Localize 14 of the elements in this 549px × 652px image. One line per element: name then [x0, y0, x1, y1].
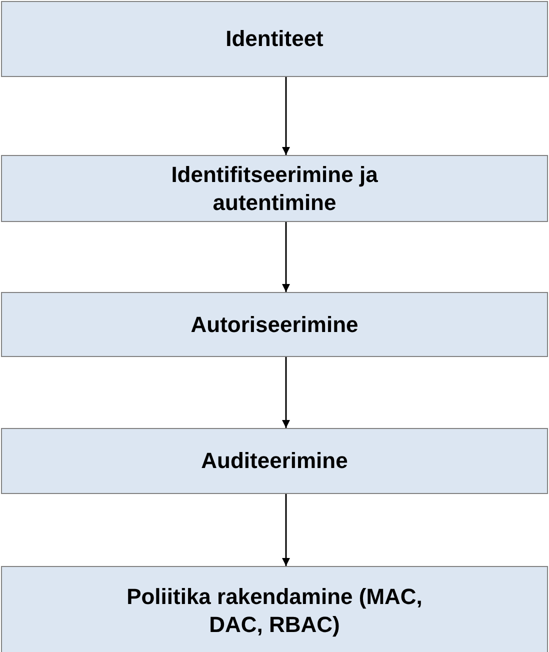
arrow: [282, 222, 290, 292]
box-label: Identiteet: [226, 25, 324, 53]
process-box: [1, 155, 548, 222]
arrow: [282, 357, 290, 428]
box-label: Autoriseerimine: [190, 310, 358, 338]
arrow: [282, 494, 290, 566]
box-label: Auditeerimine: [201, 447, 348, 475]
process-box: [1, 566, 548, 652]
arrow: [282, 77, 290, 155]
box-label: Identifitseerimine ja autentimine: [170, 160, 379, 216]
process-box: [1, 428, 548, 494]
process-box: [1, 1, 548, 77]
process-box: [1, 292, 548, 357]
box-label: Poliitika rakendamine (MAC, DAC, RBAC): [126, 583, 424, 639]
